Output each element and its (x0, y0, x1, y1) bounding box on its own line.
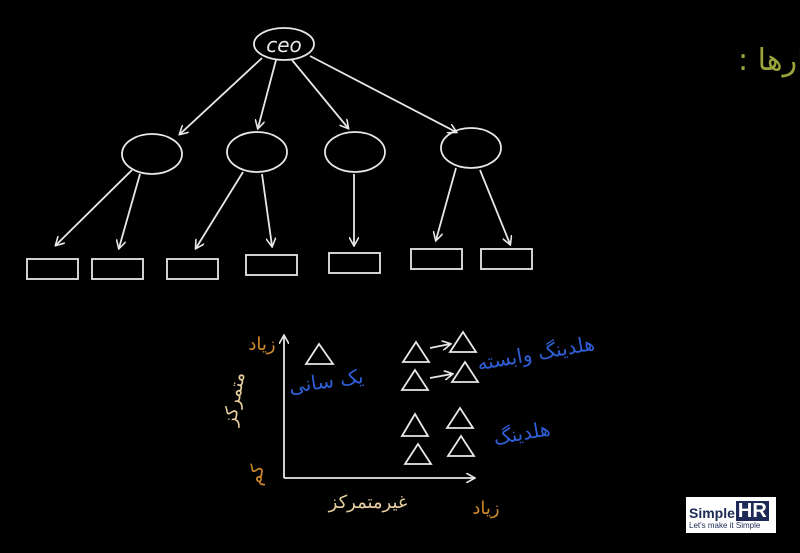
triangle (445, 406, 475, 429)
edge-manager-4-staff-6 (436, 167, 457, 240)
edge-ceo-manager-3 (291, 59, 348, 128)
triangle (400, 412, 430, 437)
staff-node-1 (26, 258, 79, 280)
structure-label-linked-holding: هلدینگ وابسته (475, 331, 596, 375)
ceo-node (253, 27, 315, 61)
edge-manager-2-staff-4 (261, 173, 272, 246)
edge-ceo-manager-2 (258, 59, 277, 128)
staff-node-3 (166, 258, 219, 280)
link-arrow (429, 344, 450, 348)
triangle-single (304, 342, 335, 365)
triangle-group-holding (400, 406, 476, 465)
logo-tagline: Let's make it Simple (689, 521, 761, 530)
edge-manager-4-staff-7 (479, 169, 510, 244)
structure-label-holding: هلدینگ (492, 416, 552, 450)
manager-node-2 (226, 131, 288, 173)
triangle (448, 330, 478, 353)
edge-manager-2-staff-3 (196, 171, 244, 248)
x-axis-name: غیرمتمرکز (328, 492, 408, 513)
staff-node-4 (245, 254, 298, 276)
staff-node-6 (410, 248, 463, 270)
manager-node-1 (121, 133, 183, 175)
edge-ceo-manager-4 (309, 55, 456, 132)
triangle (446, 434, 476, 457)
logo-wordmark: Simple HR (689, 499, 773, 521)
logo-brand-text: Simple (689, 505, 735, 521)
ceo-label: ceo (266, 33, 302, 57)
triangle (401, 340, 431, 363)
edge-manager-1-staff-1 (56, 169, 133, 245)
logo-brand-accent: HR (735, 500, 769, 522)
simple-hr-logo: Simple HR Let's make it Simple (686, 497, 776, 533)
page-title: ساختارها : (738, 43, 800, 78)
triangle (403, 442, 433, 465)
staff-node-2 (91, 258, 144, 280)
triangle (400, 368, 430, 391)
staff-node-5 (328, 252, 381, 274)
y-axis-name: متمرکز (219, 371, 249, 429)
edge-manager-1-staff-2 (119, 173, 141, 248)
edge-ceo-manager-1 (180, 57, 263, 134)
triangle (450, 360, 480, 383)
triangle-group-linked-holding (400, 330, 480, 391)
org-chart: ceo (26, 27, 533, 280)
manager-node-4 (440, 127, 502, 169)
manager-node-3 (324, 131, 386, 173)
staff-node-7 (480, 248, 533, 270)
x-axis-high-label: زیاد (472, 498, 499, 519)
y-axis-low-label: کم (244, 463, 268, 487)
structure-label-single: یک سانی (287, 364, 365, 398)
structure-matrix: زیاد متمرکز کم غیرمتمرکز زیاد (219, 330, 596, 519)
link-arrow (429, 374, 452, 378)
y-axis-high-label: زیاد (248, 334, 275, 355)
